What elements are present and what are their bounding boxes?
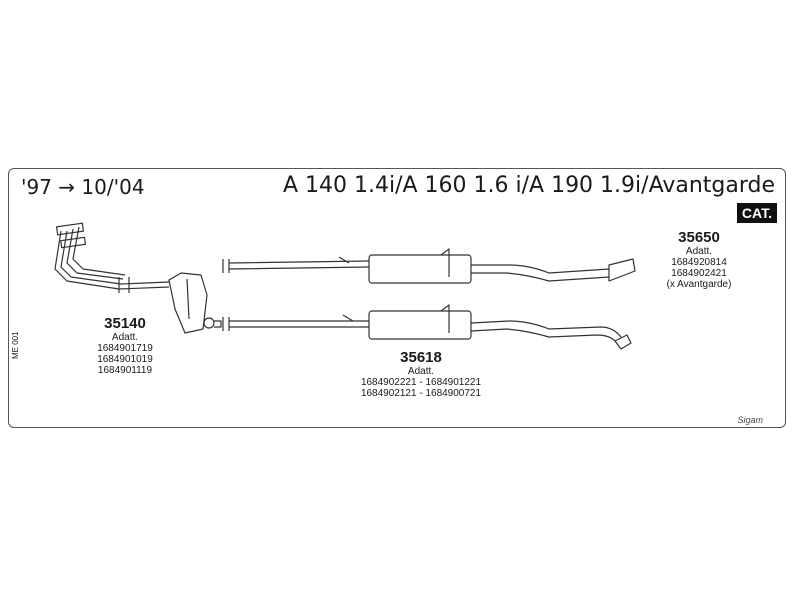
ref-number: 1684920814 [671,257,727,268]
exhaust-silencer-35650 [222,248,636,284]
ref-number: 1684902421 [671,268,727,279]
cat-badge: CAT. [736,203,777,223]
ref-number: 1684901119 [97,365,153,376]
date-range: '97 → 10/'04 [21,175,145,199]
part-number: 35140 [104,315,146,332]
part-number: 35650 [678,229,720,246]
diagram-frame: '97 → 10/'04 A 140 1.4i/A 160 1.6 i/A 19… [8,168,786,428]
ref-number: 1684902221 - 1684901221 [360,377,482,388]
part-35140-label: 35140 Adatt. 1684901719 1684901019 16849… [85,315,165,376]
exhaust-drawing [54,222,636,350]
part-number: 35618 [400,349,442,366]
exhaust-manifold [54,222,222,334]
adatt-label: Adatt. [685,246,713,257]
adatt-label: Adatt. [407,366,435,377]
adatt-label: Adatt. [111,332,139,343]
ref-number: (x Avantgarde) [666,279,732,290]
ref-number: 1684901719 [97,343,153,354]
part-35618-label: 35618 Adatt. 1684902221 - 1684901221 168… [331,349,511,399]
brand-logo: Sigam [737,415,763,425]
part-35650-label: 35650 Adatt. 1684920814 1684902421 (x Av… [649,229,749,290]
model-list: A 140 1.4i/A 160 1.6 i/A 190 1.9i/Avantg… [282,173,775,198]
ref-number: 1684901019 [97,354,153,365]
exhaust-silencer-35618 [222,304,632,350]
ref-number: 1684902121 - 1684900721 [360,388,482,399]
